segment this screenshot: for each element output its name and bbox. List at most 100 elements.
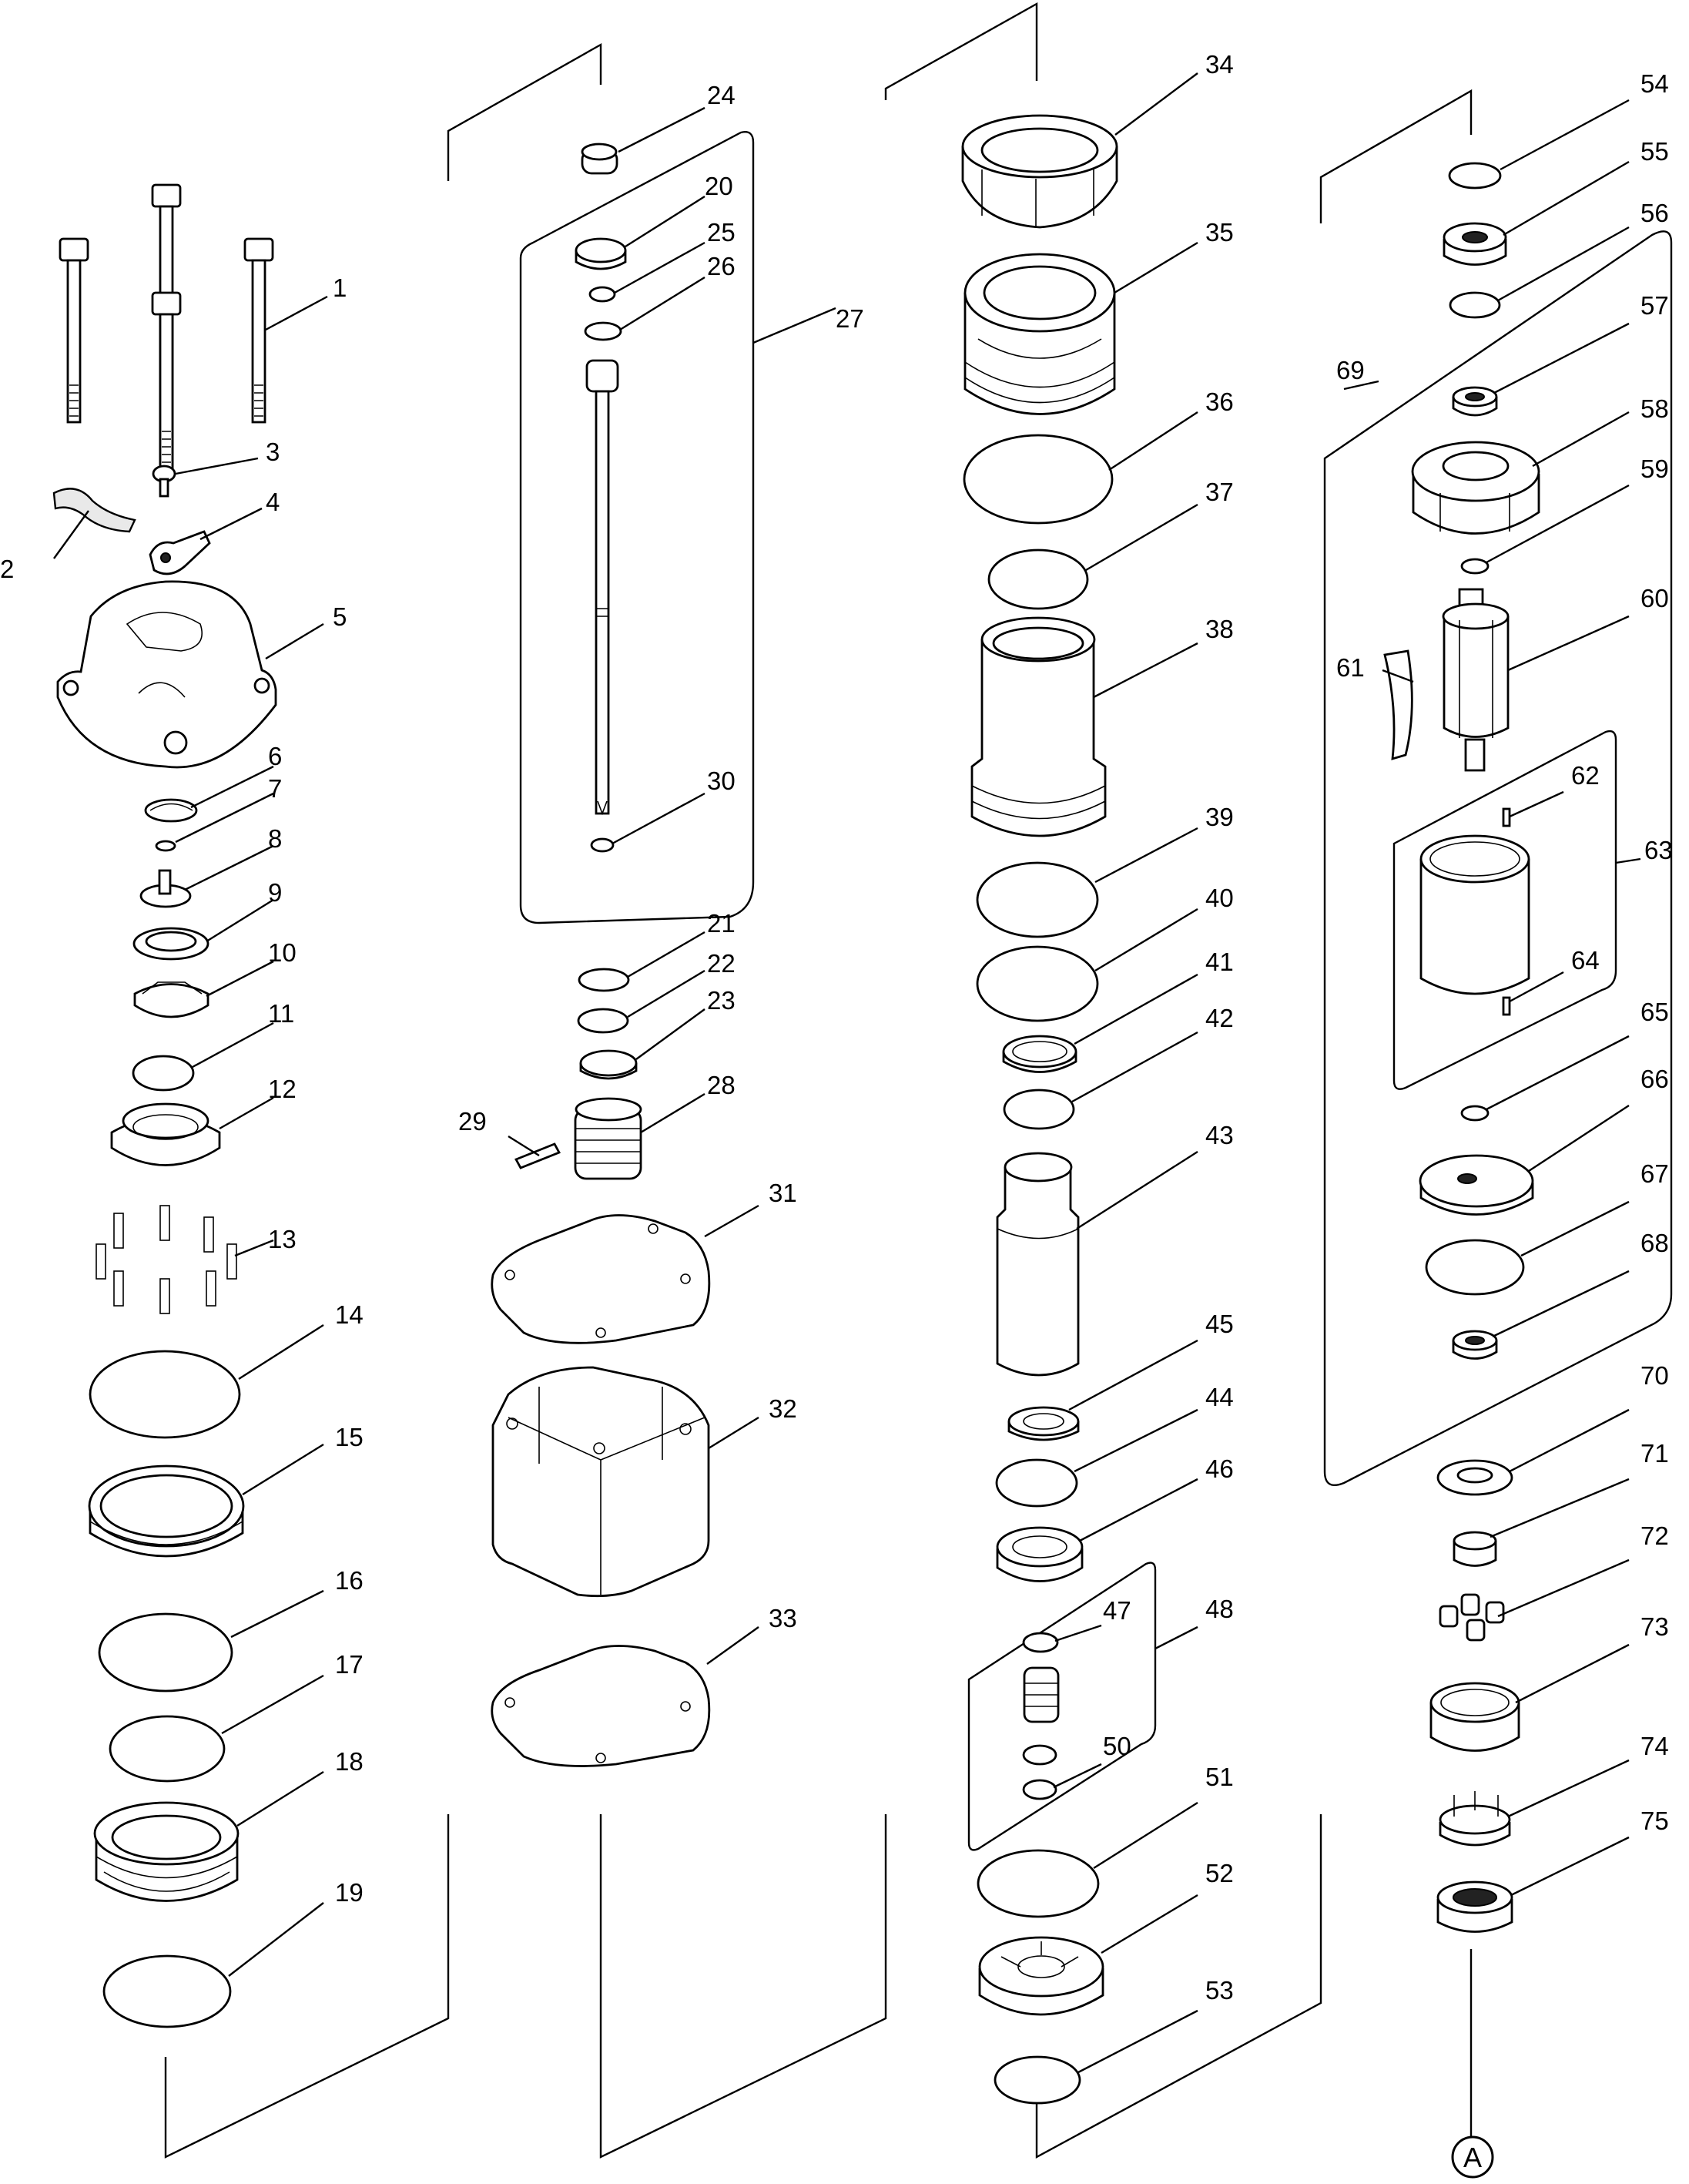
part-22-o-ring [577,1008,629,1034]
part-label-31: 31 [769,1179,797,1207]
part-label-69: 69 [1336,356,1365,384]
part-label-55: 55 [1640,137,1669,166]
part-label-60: 60 [1640,584,1669,612]
part-label-33: 33 [769,1604,797,1632]
part-2-leaf-spring [52,488,136,533]
part-23-bushing [579,1049,638,1080]
part-label-38: 38 [1205,615,1234,643]
part-56-ring [1449,291,1501,319]
part-label-16: 16 [335,1566,364,1595]
part-label-10: 10 [268,938,297,967]
assembly-guide-lines [164,2,1473,2159]
part-label-14: 14 [335,1300,364,1329]
part-53-o-ring [994,2055,1081,2105]
part-68-bearing [1452,1330,1498,1360]
part-63-rotor-cylinder [1419,834,1530,995]
part-label-26: 26 [707,252,736,280]
part-44-o-ring [995,1458,1078,1508]
part-72-planet-gears [1439,1593,1505,1642]
part-55-bearing-cap [1443,222,1507,266]
part-7-ring [155,840,176,852]
part-14-gasket [89,1350,241,1439]
part-label-28: 28 [707,1071,736,1099]
part-label-19: 19 [335,1878,364,1907]
part-15-ring [88,1464,245,1558]
part-label-3: 3 [266,438,280,466]
part-20-bushing [575,237,627,270]
part-label-41: 41 [1205,948,1234,976]
part-73-ring-gear [1429,1682,1520,1752]
part-label-12: 12 [268,1075,297,1103]
part-35-cylinder-head [963,253,1116,415]
part-label-65: 65 [1640,998,1669,1026]
part-label-45: 45 [1205,1310,1234,1338]
part-10-valve-seat [133,981,209,1018]
part-21-o-ring [578,968,630,992]
part-65-ring [1460,1105,1490,1122]
part-12-sleeve [110,1102,221,1166]
part-label-13: 13 [268,1225,297,1253]
part-46-seat [996,1526,1084,1582]
part-48-valve [1023,1666,1060,1723]
part-11-o-ring [132,1055,195,1092]
part-30-ring [590,837,615,853]
part-19-o-ring [102,1954,232,2028]
part-67-o-ring [1425,1239,1525,1296]
part-label-25: 25 [707,218,736,247]
part-28-valve-body [574,1097,642,1180]
part-62-pin [1502,807,1511,827]
part-label-1: 1 [333,273,347,302]
part-51-o-ring [977,1849,1100,1918]
part-17-seal [109,1715,226,1783]
part-1-bolts [59,183,274,474]
part-label-52: 52 [1205,1859,1234,1887]
part-25-collar [588,286,616,303]
part-label-37: 37 [1205,478,1234,506]
part-label-66: 66 [1640,1065,1669,1093]
part-label-11: 11 [268,999,294,1028]
part-label-70: 70 [1640,1361,1669,1390]
part-label-17: 17 [335,1650,364,1679]
part-8-valve-plate [139,869,192,908]
part-33-gasket [491,1645,711,1767]
part-label-8: 8 [268,824,282,853]
part-label-56: 56 [1640,199,1669,227]
part-58-front-plate [1411,441,1540,535]
part-label-42: 42 [1205,1004,1234,1032]
part-47-o-ring [1022,1632,1059,1653]
part-9-washer [132,927,209,961]
part-34-nut [961,114,1118,229]
part-75-bearing [1436,1880,1513,1933]
part-label-30: 30 [707,767,736,795]
part-label-54: 54 [1640,69,1669,98]
part-38-cylinder [970,616,1107,837]
part-label-68: 68 [1640,1229,1669,1257]
part-37-o-ring [987,549,1089,610]
part-label-74: 74 [1640,1732,1669,1760]
part-71-sun-gear [1453,1531,1497,1567]
group-outlines [519,131,1673,1851]
part-27-piston-rod [585,359,619,816]
part-18-housing-ring [93,1801,240,1902]
part-45-seal [1007,1406,1080,1441]
part-label-72: 72 [1640,1521,1669,1550]
part-label-23: 23 [707,986,736,1015]
part-label-50: 50 [1103,1732,1131,1760]
part-label-46: 46 [1205,1454,1234,1483]
part-label-20: 20 [705,172,733,200]
part-39-o-ring [976,861,1099,938]
part-label-51: 51 [1205,1763,1234,1791]
part-6-cap [144,798,198,823]
part-label-73: 73 [1640,1612,1669,1641]
part-29-pin [514,1142,561,1169]
part-label-39: 39 [1205,803,1234,831]
part-labels: 1 2 3 4 5 6 7 8 9 10 11 12 13 14 15 16 1… [0,50,1673,2005]
part-61-vane [1383,649,1413,760]
connector-mark-label: A [1463,2142,1482,2173]
part-36-o-ring [963,434,1114,525]
part-label-21: 21 [707,909,736,938]
part-label-18: 18 [335,1747,364,1776]
part-label-48: 48 [1205,1595,1234,1623]
part-50-o-ring [1022,1779,1057,1800]
